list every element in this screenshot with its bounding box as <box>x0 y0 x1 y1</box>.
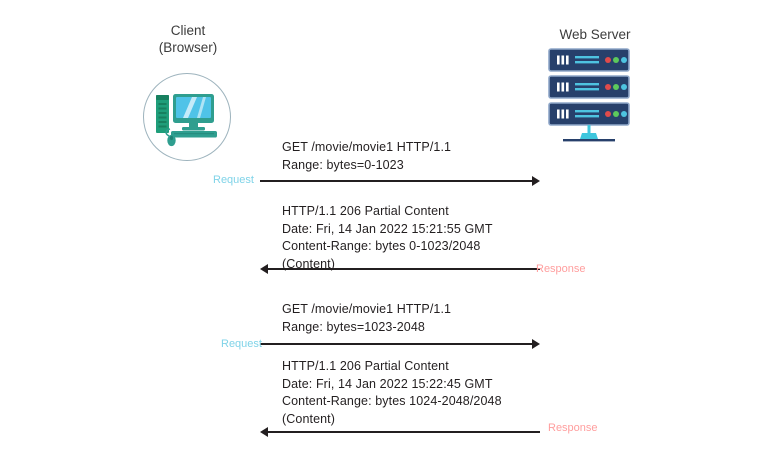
response-1-text: HTTP/1.1 206 Partial Content Date: Fri, … <box>282 204 493 271</box>
server-rack-icon <box>548 48 630 142</box>
client-title-line2: (Browser) <box>158 40 218 55</box>
server-unit-3 <box>548 102 630 126</box>
client-title: Client (Browser) <box>118 22 258 56</box>
response-1-direction-label: Response <box>536 263 586 275</box>
request-1-direction-label: Request <box>213 174 254 186</box>
desktop-computer-icon <box>156 94 217 147</box>
client-node <box>143 73 233 163</box>
request-2-arrow-right <box>260 339 540 349</box>
request-1-text: GET /movie/movie1 HTTP/1.1 Range: bytes=… <box>282 140 452 172</box>
server-unit-1 <box>548 48 630 72</box>
server-unit-2 <box>548 75 630 99</box>
request-1-arrow-right <box>260 176 540 186</box>
server-title-label: Web Server <box>559 27 631 42</box>
client-title-line1: Client <box>170 23 206 38</box>
server-title: Web Server <box>520 26 670 43</box>
response-2-direction-label: Response <box>548 422 598 434</box>
response-2-text: HTTP/1.1 206 Partial Content Date: Fri, … <box>282 359 502 426</box>
response-1-arrow-left <box>260 264 540 274</box>
response-2-arrow-left <box>260 427 540 437</box>
server-stand <box>563 125 615 142</box>
request-2-direction-label: Request <box>221 338 262 350</box>
request-2-text: GET /movie/movie1 HTTP/1.1 Range: bytes=… <box>282 302 452 334</box>
server-node <box>545 46 640 144</box>
client-circle-outline <box>143 73 231 161</box>
